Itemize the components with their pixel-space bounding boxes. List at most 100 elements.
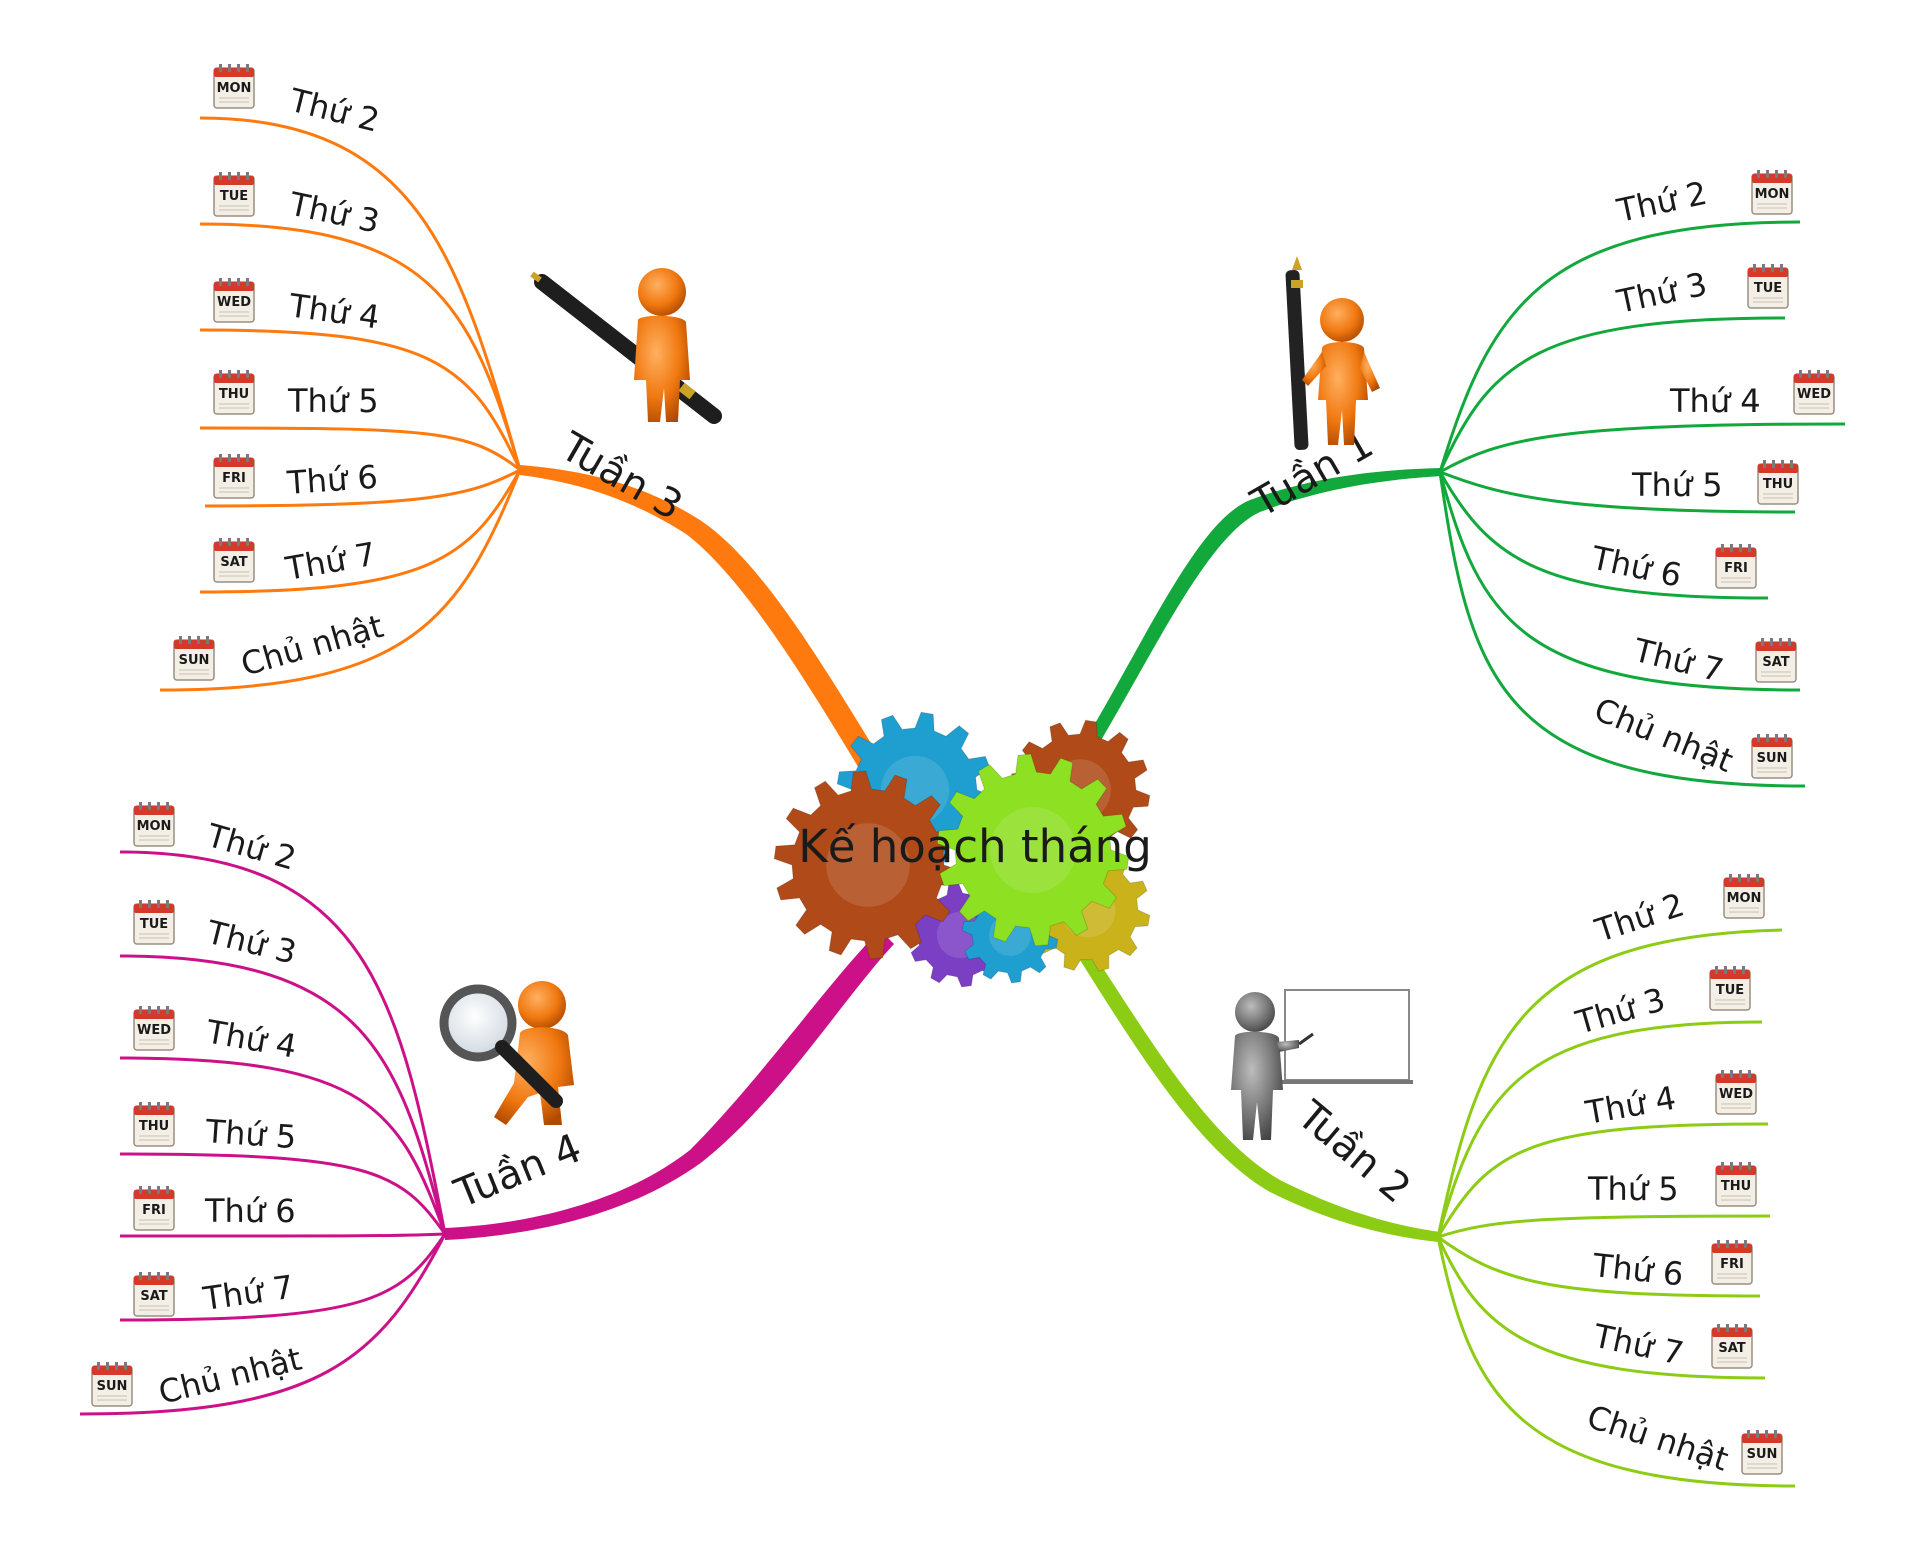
svg-text:THU: THU [139, 1119, 169, 1134]
calendar-sun-icon: SUN [1751, 734, 1793, 779]
week-3-day-label[interactable]: Chủ nhật [237, 607, 388, 684]
svg-text:TUE: TUE [1716, 983, 1744, 998]
branch-week-1: Tuần 1 Thứ 2 Thứ 3 Thứ 4 Thứ 5 Thứ 6 Thứ… [1090, 170, 1846, 788]
svg-text:SAT: SAT [1718, 1341, 1745, 1356]
calendar-fri-icon: FRI [1715, 544, 1757, 589]
svg-text:SAT: SAT [140, 1289, 167, 1304]
week-3-day-label[interactable]: Thứ 4 [286, 286, 382, 336]
calendar-mon-icon: MON [133, 802, 175, 847]
week-4-day-label[interactable]: Thứ 6 [204, 1192, 296, 1230]
week-2-day-label[interactable]: Chủ nhật [1583, 1397, 1733, 1478]
calendar-thu-icon: THU [213, 370, 255, 415]
svg-text:FRI: FRI [1724, 561, 1748, 576]
branch-week-4-connectors [79, 850, 447, 1416]
week-2-day-label[interactable]: Thứ 4 [1582, 1079, 1679, 1132]
svg-text:FRI: FRI [1720, 1257, 1744, 1272]
svg-text:TUE: TUE [1754, 281, 1782, 296]
week-1-day-label[interactable]: Thứ 7 [1629, 631, 1727, 690]
svg-text:SUN: SUN [1747, 1447, 1778, 1462]
central-gears-icon [773, 711, 1151, 988]
calendar-fri-icon: FRI [1711, 1240, 1753, 1285]
week-1-day-label[interactable]: Thứ 2 [1613, 174, 1711, 230]
svg-text:TUE: TUE [220, 189, 248, 204]
calendar-sat-icon: SAT [213, 538, 255, 583]
week-2-day-label[interactable]: Thứ 6 [1590, 1246, 1685, 1293]
calendar-tue-icon: TUE [133, 900, 175, 945]
svg-text:WED: WED [1719, 1087, 1753, 1102]
svg-text:SAT: SAT [1762, 655, 1789, 670]
calendar-wed-icon: WED [1715, 1070, 1757, 1115]
central-topic[interactable]: Kế hoạch tháng [798, 820, 1152, 873]
calendar-sun-icon: SUN [1741, 1430, 1783, 1475]
branch-week-2-connectors [1436, 928, 1796, 1488]
svg-text:THU: THU [1763, 477, 1793, 492]
calendar-sat-icon: SAT [1755, 638, 1797, 683]
svg-text:FRI: FRI [222, 471, 246, 486]
calendar-thu-icon: THU [1757, 460, 1799, 505]
svg-text:TUE: TUE [140, 917, 168, 932]
calendar-wed-icon: WED [213, 278, 255, 323]
calendar-mon-icon: MON [1751, 170, 1793, 215]
calendar-tue-icon: TUE [213, 172, 255, 217]
calendar-sun-icon: SUN [173, 636, 215, 681]
svg-text:THU: THU [1721, 1179, 1751, 1194]
branch-week-3-trunk [520, 465, 880, 770]
calendar-wed-icon: WED [133, 1006, 175, 1051]
week-4-day-label[interactable]: Chủ nhật [155, 1340, 306, 1412]
svg-text:MON: MON [137, 819, 172, 834]
week-1-day-label[interactable]: Thứ 3 [1613, 265, 1711, 321]
svg-text:MON: MON [1727, 891, 1762, 906]
calendar-fri-icon: FRI [133, 1186, 175, 1231]
calendar-sat-icon: SAT [1711, 1324, 1753, 1369]
week-2-day-label[interactable]: Thứ 7 [1589, 1316, 1687, 1372]
week-4-day-label[interactable]: Thứ 2 [202, 816, 301, 878]
svg-text:WED: WED [217, 295, 251, 310]
svg-text:FRI: FRI [142, 1203, 166, 1218]
week-3-day-label[interactable]: Thứ 6 [285, 458, 379, 502]
week-4-day-label[interactable]: Thứ 4 [203, 1012, 300, 1065]
figure-at-whiteboard-icon [1231, 989, 1413, 1140]
svg-text:SAT: SAT [220, 555, 247, 570]
svg-text:THU: THU [219, 387, 249, 402]
week-2-day-label[interactable]: Thứ 5 [1587, 1170, 1679, 1208]
week-1-day-label[interactable]: Thứ 5 [1631, 466, 1723, 504]
branch-week-2: Tuần 2 Thứ 2 Thứ 3 Thứ 4 Thứ 5 Thứ 6 Thứ… [1080, 874, 1796, 1488]
calendar-mon-icon: MON [1723, 874, 1765, 919]
calendar-thu-icon: THU [1715, 1162, 1757, 1207]
figure-holding-pen-icon [1285, 256, 1380, 450]
week-3-day-label[interactable]: Thứ 7 [282, 535, 379, 588]
branch-week-4-trunk [445, 930, 894, 1240]
svg-text:MON: MON [217, 81, 252, 96]
calendar-mon-icon: MON [213, 64, 255, 109]
calendar-sun-icon: SUN [91, 1362, 133, 1407]
calendar-fri-icon: FRI [213, 454, 255, 499]
svg-text:SUN: SUN [97, 1379, 128, 1394]
calendar-sat-icon: SAT [133, 1272, 175, 1317]
figure-with-magnifier-icon [439, 981, 574, 1125]
week-4-label[interactable]: Tuần 4 [448, 1125, 588, 1217]
calendar-thu-icon: THU [133, 1102, 175, 1147]
week-4-day-label[interactable]: Thứ 7 [200, 1268, 296, 1318]
branch-week-4: Tuần 4 Thứ 2 Thứ 3 Thứ 4 Thứ 5 Thứ 6 Thứ… [79, 802, 894, 1416]
week-3-day-label[interactable]: Thứ 3 [285, 184, 383, 240]
branch-week-3-connectors [159, 116, 522, 692]
week-4-day-label[interactable]: Thứ 5 [203, 1112, 297, 1156]
calendar-tue-icon: TUE [1709, 966, 1751, 1011]
figure-carrying-pen-icon [530, 268, 722, 424]
calendar-wed-icon: WED [1793, 370, 1835, 415]
gear-icon [773, 770, 963, 960]
svg-text:MON: MON [1755, 187, 1790, 202]
week-1-day-label[interactable]: Chủ nhật [1589, 690, 1738, 780]
branch-week-3: Tuần 3 Thứ 2 Thứ 3 Thứ 4 Thứ 5 Thứ 6 Thứ… [159, 64, 880, 770]
svg-text:SUN: SUN [1757, 751, 1788, 766]
gear-icon [936, 753, 1130, 947]
week-3-day-label[interactable]: Thứ 5 [287, 382, 379, 420]
svg-text:WED: WED [1797, 387, 1831, 402]
svg-text:SUN: SUN [179, 653, 210, 668]
week-1-day-label[interactable]: Thứ 4 [1669, 382, 1761, 420]
branch-week-2-trunk [1080, 948, 1440, 1242]
calendar-tue-icon: TUE [1747, 264, 1789, 309]
svg-text:WED: WED [137, 1023, 171, 1038]
